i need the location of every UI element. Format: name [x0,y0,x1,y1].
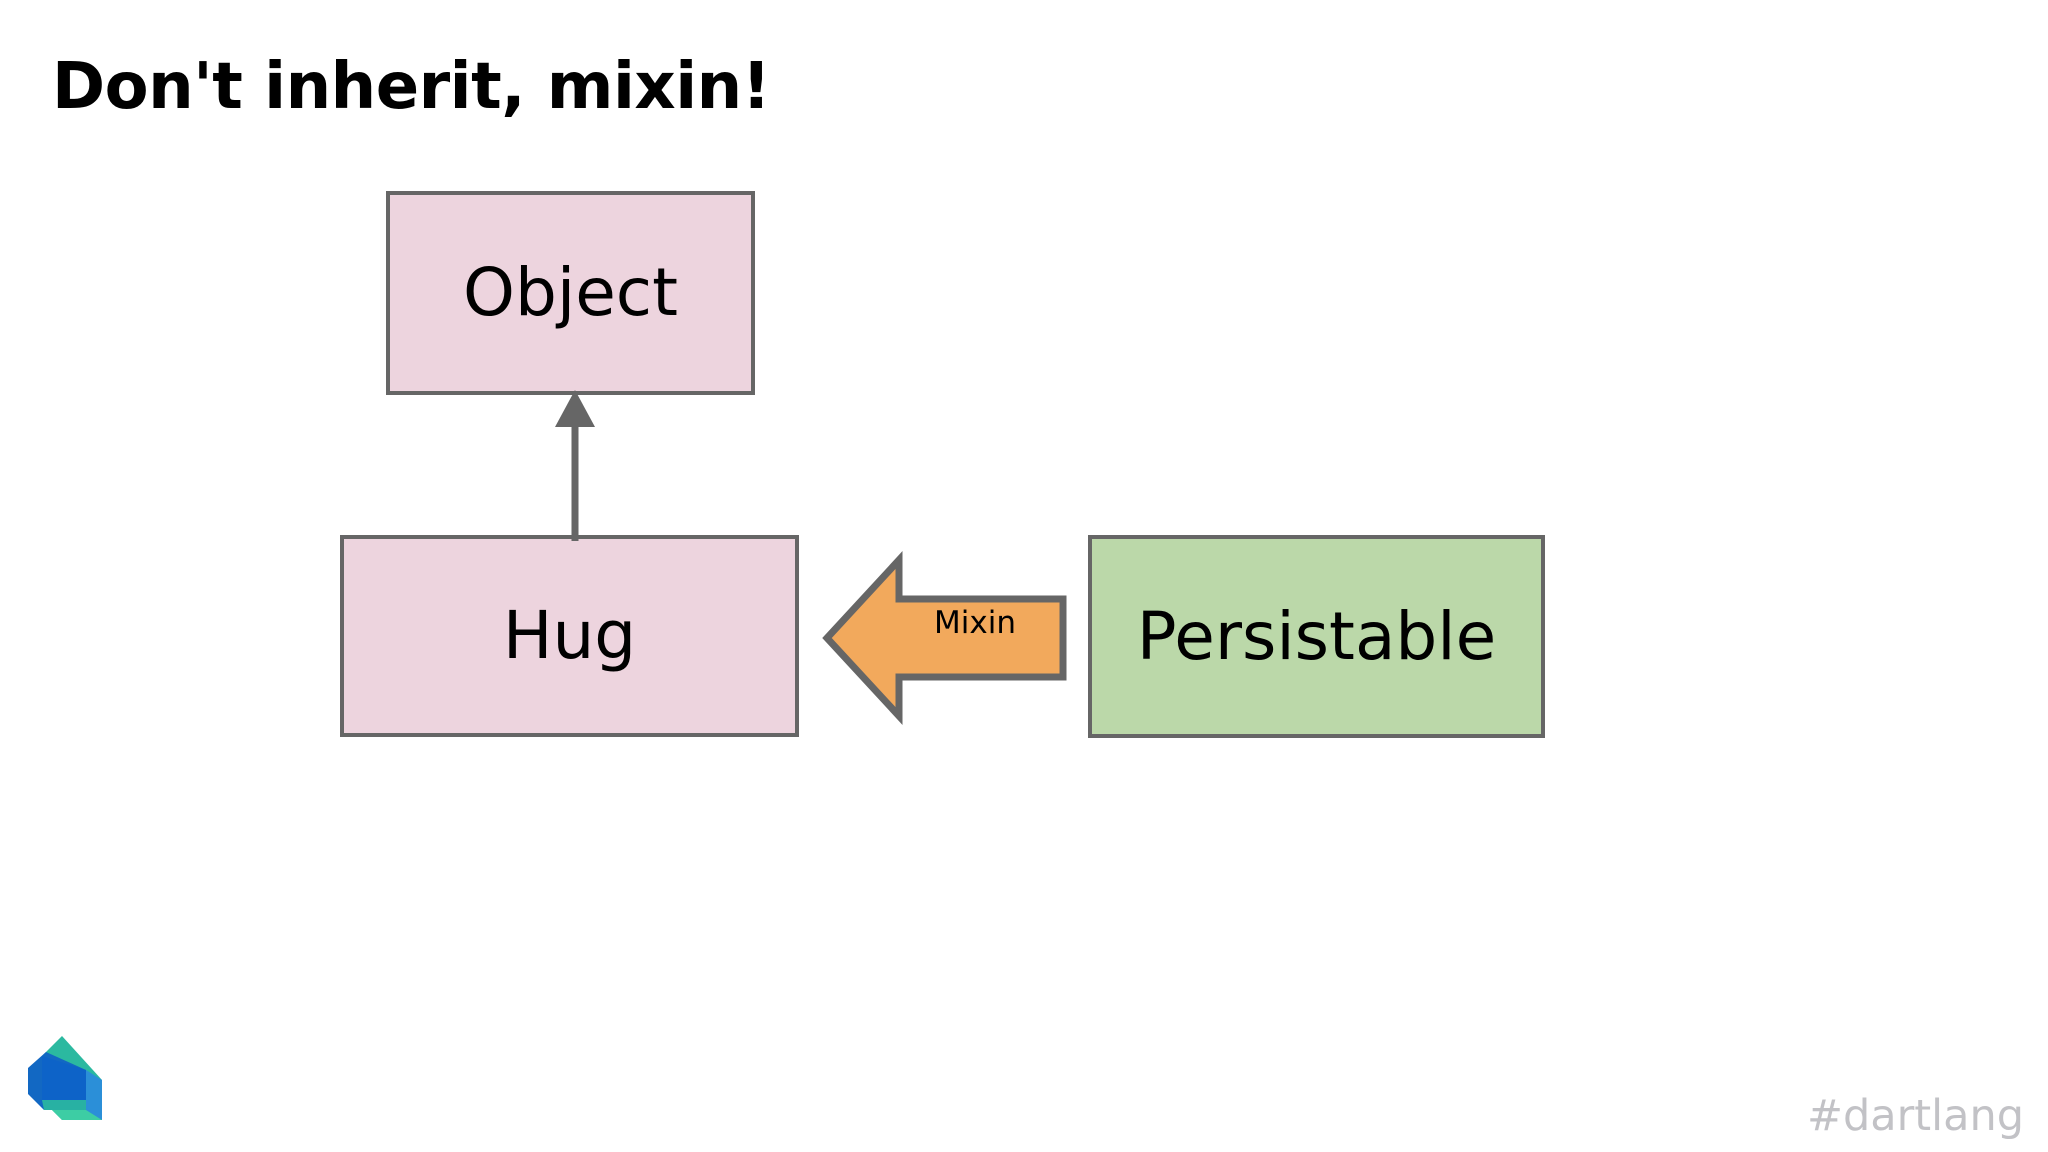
class-box-object[interactable]: Object [386,191,755,395]
mixin-block-arrow-icon[interactable] [822,548,1068,728]
inheritance-arrow-icon [555,390,595,541]
dart-logo-icon [28,1036,102,1120]
class-box-persistable[interactable]: Persistable [1088,535,1545,738]
class-box-persistable-label: Persistable [1136,597,1497,675]
watermark-hashtag: #dartlang [1806,1091,2024,1141]
class-box-object-label: Object [463,254,678,331]
class-box-hug-label: Hug [502,597,637,674]
page-title: Don't inherit, mixin! [52,50,771,124]
class-box-hug[interactable]: Hug [340,535,799,737]
